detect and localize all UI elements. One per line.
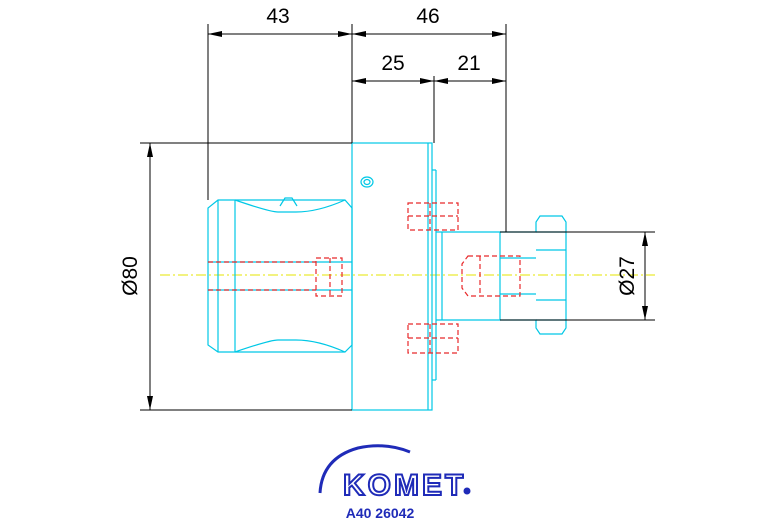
part-number: A40 26042 xyxy=(345,505,415,521)
part-outline xyxy=(207,142,567,411)
dim-diameter-80: Ø80 xyxy=(119,256,142,296)
logo-text: KOMET xyxy=(343,469,466,502)
dim-21: 21 xyxy=(457,52,480,75)
dim-46: 46 xyxy=(416,5,439,28)
dimension-lines xyxy=(140,24,655,411)
hidden-lines xyxy=(208,202,521,354)
komet-logo: KOMET xyxy=(318,444,471,503)
dim-diameter-27: Ø27 xyxy=(616,256,639,296)
dim-43: 43 xyxy=(266,5,289,28)
dim-25: 25 xyxy=(381,52,404,75)
